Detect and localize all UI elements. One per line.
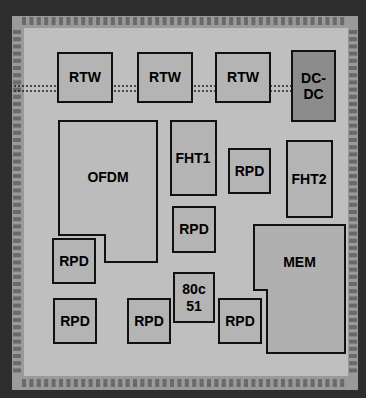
label-area: OFDM xyxy=(58,120,158,235)
label-area: RPD xyxy=(54,240,94,282)
memory-block: MEM xyxy=(253,224,346,354)
die-core xyxy=(24,28,348,376)
block-label: RPD xyxy=(132,313,166,329)
label-area: FHT2 xyxy=(288,142,331,216)
fht-block: FHT2 xyxy=(286,140,333,218)
block-label: FHT2 xyxy=(290,171,329,187)
resistor-block: RPD xyxy=(127,298,171,344)
block-label: RPD xyxy=(223,313,257,329)
label-area: RTW xyxy=(139,54,191,101)
die-edge xyxy=(12,16,358,390)
label-area: RPD xyxy=(230,150,269,192)
label-area: MEM xyxy=(253,224,346,300)
resistor-block: RPD xyxy=(218,298,262,344)
label-area: RPD xyxy=(129,300,169,342)
converter-block: DC- DC xyxy=(291,50,336,122)
block-label: RPD xyxy=(177,221,211,237)
resistor-block: RTW xyxy=(137,52,193,103)
fht-block: FHT1 xyxy=(170,120,217,196)
block-label: RTW xyxy=(67,69,103,85)
processor-block: 80c 51 xyxy=(173,272,215,323)
block-label: RTW xyxy=(147,69,183,85)
label-area: RPD xyxy=(55,300,95,342)
label-area: RPD xyxy=(174,208,214,251)
block-outline xyxy=(253,224,346,354)
block-label: RPD xyxy=(233,163,267,179)
block-label: RTW xyxy=(225,69,261,85)
block-label: FHT1 xyxy=(174,150,213,166)
block-label: OFDM xyxy=(85,169,130,185)
label-area: DC- DC xyxy=(293,52,334,120)
resistor-block: RPD xyxy=(172,206,216,253)
block-label: MEM xyxy=(281,254,318,270)
resistor-block: RPD xyxy=(53,298,97,344)
resistor-block: RTW xyxy=(57,52,113,103)
block-label: RPD xyxy=(58,313,92,329)
bond-pads xyxy=(13,17,357,387)
label-area: FHT1 xyxy=(172,122,215,194)
label-area: RTW xyxy=(59,54,111,101)
resistor-block: RPD xyxy=(52,238,96,284)
resistor-block: RTW xyxy=(215,52,271,103)
label-area: RTW xyxy=(217,54,269,101)
block-label: DC- DC xyxy=(293,70,334,102)
label-area: 80c 51 xyxy=(175,274,213,321)
block-label: 80c 51 xyxy=(175,281,213,313)
resistor-block: RPD xyxy=(228,148,271,194)
label-area: RPD xyxy=(220,300,260,342)
block-label: RPD xyxy=(57,253,91,269)
